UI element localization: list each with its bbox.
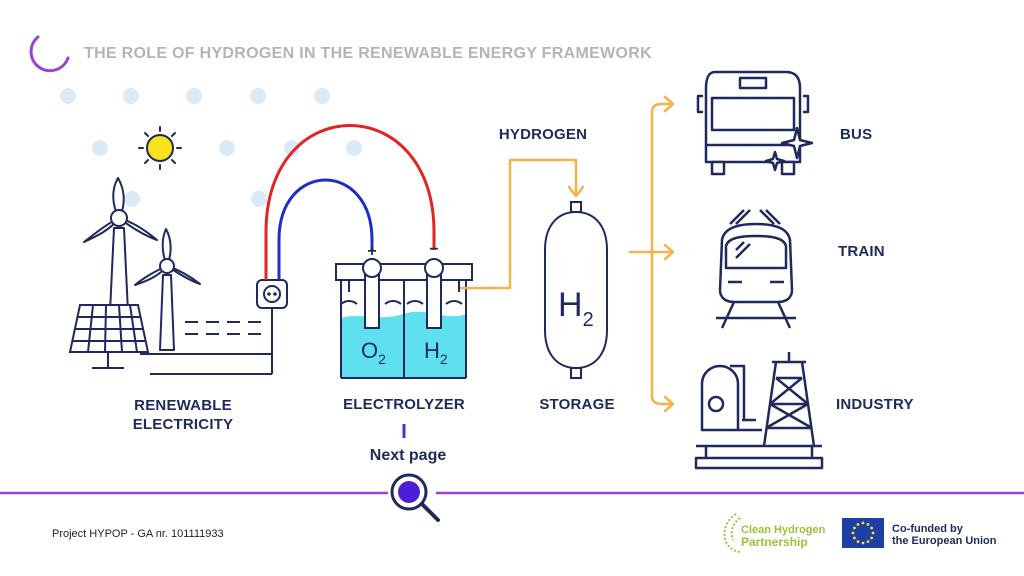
distribution-arrows: [628, 95, 675, 413]
hydrogen-flow-arrow: [460, 158, 578, 290]
partner-line1: Clean Hydrogen: [741, 524, 826, 536]
renewable-label-line2: ELECTRICITY: [132, 416, 234, 433]
sky-dots: [60, 88, 362, 207]
bus-icon: [696, 70, 814, 176]
eu-cofunded-text: Co-funded by the European Union: [892, 523, 997, 547]
clean-hydrogen-partnership-logo: Clean Hydrogen Partnership: [741, 524, 825, 548]
clean-hydrogen-logo-icon: [723, 513, 741, 553]
bus-label: BUS: [840, 126, 873, 143]
storage-label: STORAGE: [539, 396, 615, 413]
industry-label: INDUSTRY: [836, 396, 914, 413]
hydrogen-arrowhead: [567, 185, 585, 198]
magnifier-icon: [390, 473, 440, 522]
power-socket-icon: [256, 279, 288, 309]
industry-icon: [694, 352, 824, 470]
eu-line2: the European Union: [892, 535, 997, 547]
next-page-link[interactable]: Next page: [369, 447, 447, 464]
train-label: TRAIN: [838, 243, 885, 260]
train-icon: [716, 209, 796, 329]
tank-h2-label: H2: [558, 286, 594, 331]
eu-flag-icon: [842, 518, 884, 548]
header-ring-icon: [29, 35, 70, 73]
blue-wire: [277, 178, 374, 280]
electrolyzer-icon: [335, 258, 473, 379]
renewable-label-line1: RENEWABLE: [134, 397, 232, 414]
renewable-electricity-label: RENEWABLE ELECTRICITY: [133, 396, 234, 434]
plus-terminal-label: +: [367, 243, 376, 260]
eu-line1: Co-funded by: [892, 523, 963, 535]
solar-panel-icon: [68, 304, 150, 369]
minus-terminal-label: −: [429, 241, 438, 258]
sun-icon: [138, 126, 182, 170]
power-line: [140, 306, 273, 375]
storage-tank-icon: [544, 201, 608, 379]
partner-line2: Partnership: [741, 535, 808, 549]
hydrogen-label: HYDROGEN: [498, 126, 588, 143]
page-title: THE ROLE OF HYDROGEN IN THE RENEWABLE EN…: [84, 45, 652, 62]
electrolyzer-label: ELECTROLYZER: [343, 396, 465, 413]
wind-turbine-icon: [83, 177, 201, 351]
oxygen-label: O2: [361, 338, 386, 367]
red-wire: [264, 124, 436, 280]
next-page-button[interactable]: [386, 470, 446, 528]
hydrogen-cell-label: H2: [424, 338, 448, 367]
project-reference: Project HYPOP - GA nr. 101111933: [52, 528, 224, 540]
